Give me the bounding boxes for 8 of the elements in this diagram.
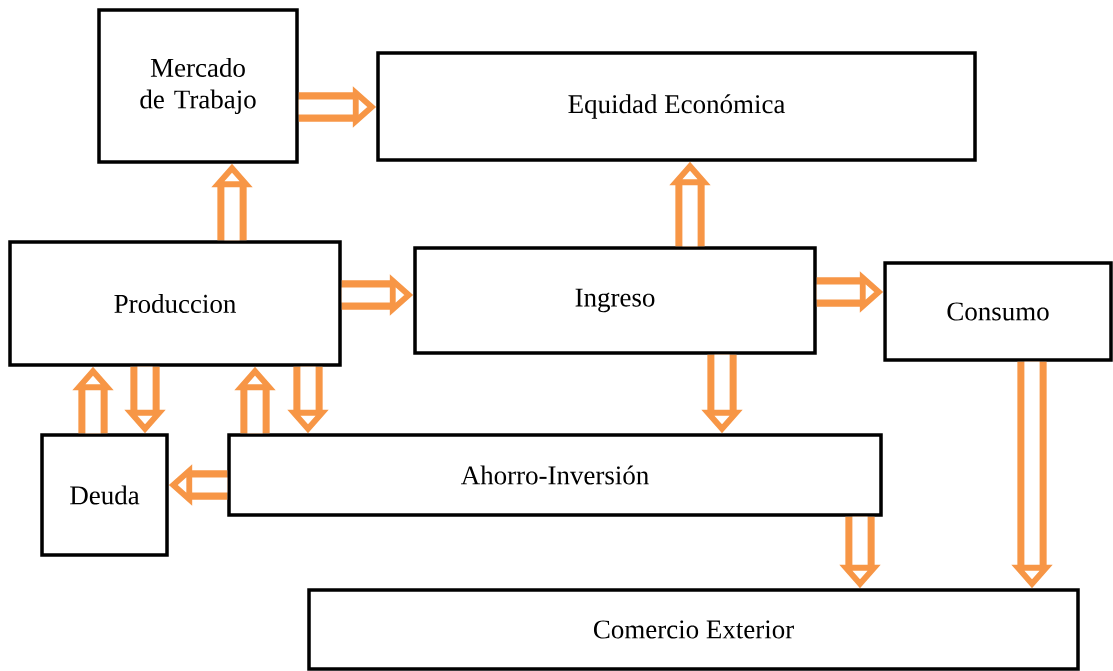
process-box: Ahorro-Inversión	[227, 433, 883, 517]
process-box: Produccion	[8, 240, 342, 367]
process-box: Equidad Económica	[376, 51, 977, 162]
process-box: Comercio Exterior	[307, 588, 1080, 671]
process-box: Consumo	[883, 261, 1113, 362]
process-box: Ingreso	[413, 246, 817, 355]
process-box: Deuda	[40, 433, 169, 557]
process-box: Mercado de Trabajo	[97, 8, 299, 164]
